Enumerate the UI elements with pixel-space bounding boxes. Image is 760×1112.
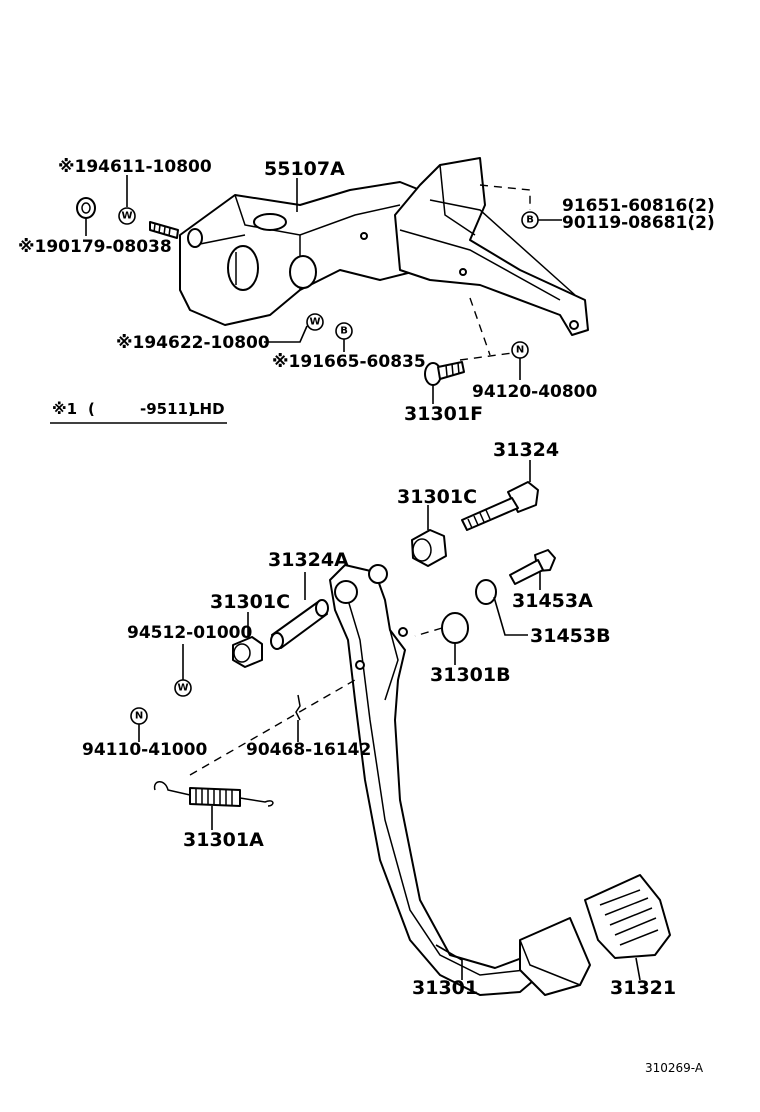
pedal-pad-holder [519,917,591,996]
label-94110: 94110-41000 [82,740,208,760]
note-lhd: LHD [190,400,225,418]
label-90119: 90119-08681(2) [562,213,715,233]
part-labels: 55107A ※194611-10800 ※190179-08038 91651… [18,157,715,1075]
nut-icon: N [511,341,529,359]
note-open: ( [88,400,95,418]
washer-icon: W [174,679,192,697]
svg-text:W: W [121,211,132,222]
pedal-pad-31321 [584,874,671,959]
label-31301F: 31301F [404,403,483,425]
bolt-31324 [461,481,539,531]
label-90179: ※190179-08038 [18,237,172,257]
svg-text:B: B [340,326,348,337]
label-31324: 31324 [493,439,559,461]
label-91651: 91651-60816(2) [562,196,715,216]
label-31301B: 31301B [430,664,511,686]
bolt-icon: B [335,322,353,340]
svg-text:W: W [309,317,320,328]
washer-icon: W [118,207,136,225]
cushion-31301B [414,612,469,644]
svg-text:N: N [135,711,143,722]
applicability-note: ※1 ( -9511) LHD [50,400,227,424]
label-91665: ※191665-60835 [272,352,426,372]
label-31301C-top: 31301C [397,486,477,508]
bolt-31453A [509,549,556,585]
bushing-31301C-top [411,529,447,567]
svg-text:B: B [526,215,534,226]
note-range: -9511) [140,400,195,418]
label-31301: 31301 [412,977,478,999]
note-mark: ※1 [52,400,77,418]
pedal-bracket [149,157,589,361]
svg-text:W: W [177,683,188,694]
nut-icon: N [130,707,148,725]
label-94622: ※194622-10800 [116,333,270,353]
label-94120: 94120-40800 [472,382,598,402]
return-spring-31301A [153,679,356,807]
bushing-31301C-mid [232,636,263,668]
label-31453A: 31453A [512,590,593,612]
stopper-31453B [475,579,497,605]
label-94512: 94512-01000 [127,623,253,643]
bolt-icon: B [521,211,539,229]
cotter-pin-90468 [295,694,301,721]
label-94611: ※194611-10800 [58,157,212,177]
label-31301A: 31301A [183,829,264,851]
reference-number: 310269-A [645,1061,704,1075]
label-31324A: 31324A [268,549,349,571]
pedal-arm [329,564,541,996]
label-90468: 90468-16142 [246,740,371,760]
collar-31324A [270,599,329,650]
label-55107A: 55107A [264,158,345,180]
label-31301C-mid: 31301C [210,591,290,613]
flange-nut-90179 [76,197,96,219]
label-31453B: 31453B [530,625,611,647]
bolt-31301F [424,361,465,386]
washer-icon: W [306,313,324,331]
leader-lines [85,175,641,981]
label-31321: 31321 [610,977,676,999]
svg-text:N: N [516,345,524,356]
